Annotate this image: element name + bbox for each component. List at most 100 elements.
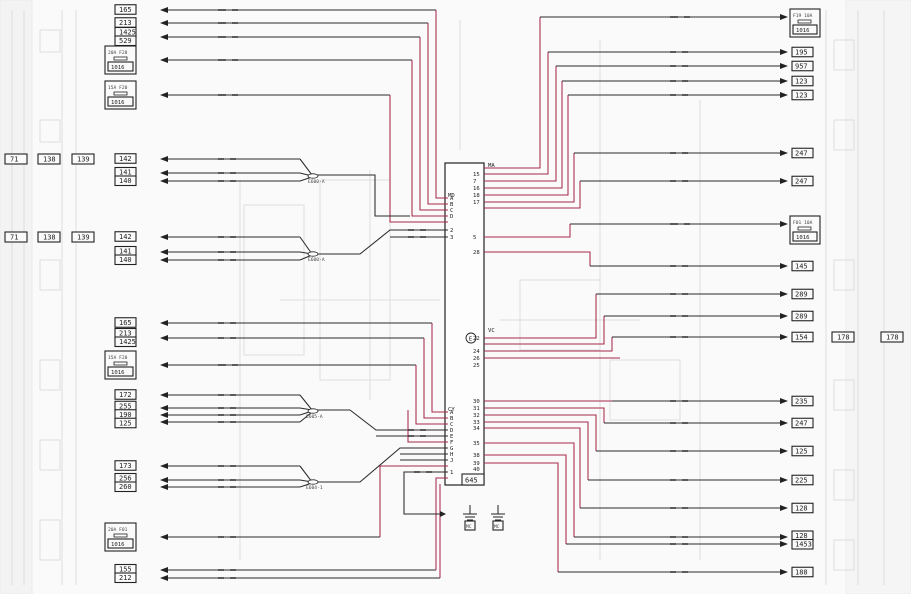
ref-label: 71 [10,234,18,242]
ecu-pin-r-18: 39 [473,461,480,467]
ecu-id-label: 645 [465,477,478,485]
splice-label-3: E605-A [306,414,323,420]
wire-code-dashes [218,9,690,579]
fuse-rating: 15A F20 [108,85,128,91]
ecu-pin-cy-7: H [450,452,453,458]
arrow-left-icon [160,156,168,162]
arrow-right-icon [780,541,788,547]
ecu-pin-r-11: 30 [473,399,480,405]
arrow-left-icon [160,257,168,263]
connector-ref: 247 [795,177,808,185]
ecu-pin-cy-8: J [450,458,453,464]
connector-ref: 123 [795,77,808,85]
arrow-right-icon [780,14,788,20]
left-connector-l15: 173 [114,460,168,471]
arrow-right-icon [780,291,788,297]
ecu-pin-r-1: 7 [473,179,476,185]
ground-arrow [440,511,446,517]
connector-ref: 172 [119,391,132,399]
arrow-right-icon [780,398,788,404]
connector-vc-label: VC [488,328,495,334]
ecu-body [444,162,485,486]
right-connector-c12: 154 [780,331,814,343]
fuse-ref: 1016 [111,370,124,376]
connector-ref: 247 [795,419,808,427]
connector-ref: 165 [119,6,132,14]
connector-ref: 289 [795,290,808,298]
fuse-icon [113,361,128,366]
ecu-pin-md-2: C [450,208,453,214]
ground-1: MC [463,505,477,531]
arrow-right-icon [780,420,788,426]
right-connector-c6: 247 [780,147,814,159]
connector-ref: 255 [119,402,132,410]
connector-ref: 155 [119,566,132,574]
arrow-right-icon [780,313,788,319]
arrow-left-icon [160,20,168,26]
right-connector-c7: 247 [780,175,814,187]
ecu-pin-r-7: 22 [473,336,480,342]
ref-label: 138 [43,156,56,164]
splice-label-2: E600-A [308,257,325,263]
ecu-pin-r-2: 16 [473,186,480,192]
right-connector-c16: 225 [780,474,814,486]
wire-code-marks: E600-A E600-A E605-A E604-1 [218,9,690,579]
fuse-rating: 15A F20 [108,355,128,361]
arrow-right-icon [780,448,788,454]
arrow-left-icon [160,575,168,581]
connector-ref: 529 [119,37,132,45]
right-connector-c9: 145 [780,260,814,272]
connector-ref: 256 [119,475,132,483]
arrow-left-icon [160,463,168,469]
left-connector-l1: 165 [114,4,168,15]
ecu-pin-r-17: 38 [473,453,480,459]
ecu-pin-cy-4: E [450,434,454,440]
ecu-pin-md-3: D [450,214,454,220]
ref-label: 71 [10,156,18,164]
fuse-icon [797,19,812,24]
fuse-rating: 20A F01 [108,527,128,533]
connector-ref: 247 [795,149,808,157]
connector-ref: 125 [795,447,808,455]
ecu-pin-r-3: 18 [473,193,480,199]
right-connector-c10: 289 [780,288,814,300]
fuse-ref: 1016 [111,542,124,548]
ecu-symbol-circle [465,332,477,344]
connector-ref: 195 [795,48,808,56]
arrow-right-icon [780,63,788,69]
ecu-pin-r-5: 5 [473,235,476,241]
left-connector-l17: 20A F01 1016 [104,522,168,552]
right-connector-c15: 125 [780,445,814,457]
ecu-id-box [461,473,485,486]
arrow-left-icon [160,249,168,255]
ecu-pin-labels: ABCD23ABCDEFGHJ1157161817528222426253031… [450,172,480,476]
ecu-pin-md-0: A [450,196,454,202]
arrow-left-icon [160,419,168,425]
arrow-right-icon [780,263,788,269]
connector-ref: 260 [119,483,132,491]
right-connector-c2: 195 [780,46,814,58]
fuse-icon [113,533,128,538]
arrow-right-icon [780,178,788,184]
ecu-pin-r-0: 15 [473,172,480,178]
arrow-left-icon [160,567,168,573]
arrow-left-icon [160,484,168,490]
arrow-left-icon [160,234,168,240]
connector-ref: 213 [119,19,132,27]
arrow-right-icon [780,534,788,540]
ecu-symbol: E [469,336,473,342]
ref-label: 178 [837,334,850,342]
ecu-pin-mid-0: 2 [450,228,453,234]
ground-1-label: MC [466,524,472,530]
left-connector-l13: 172 [114,389,168,400]
right-connector-c14: 247 [780,417,814,429]
connector-ref: 165 [119,319,132,327]
right-connector-c19: 188 [780,566,814,578]
